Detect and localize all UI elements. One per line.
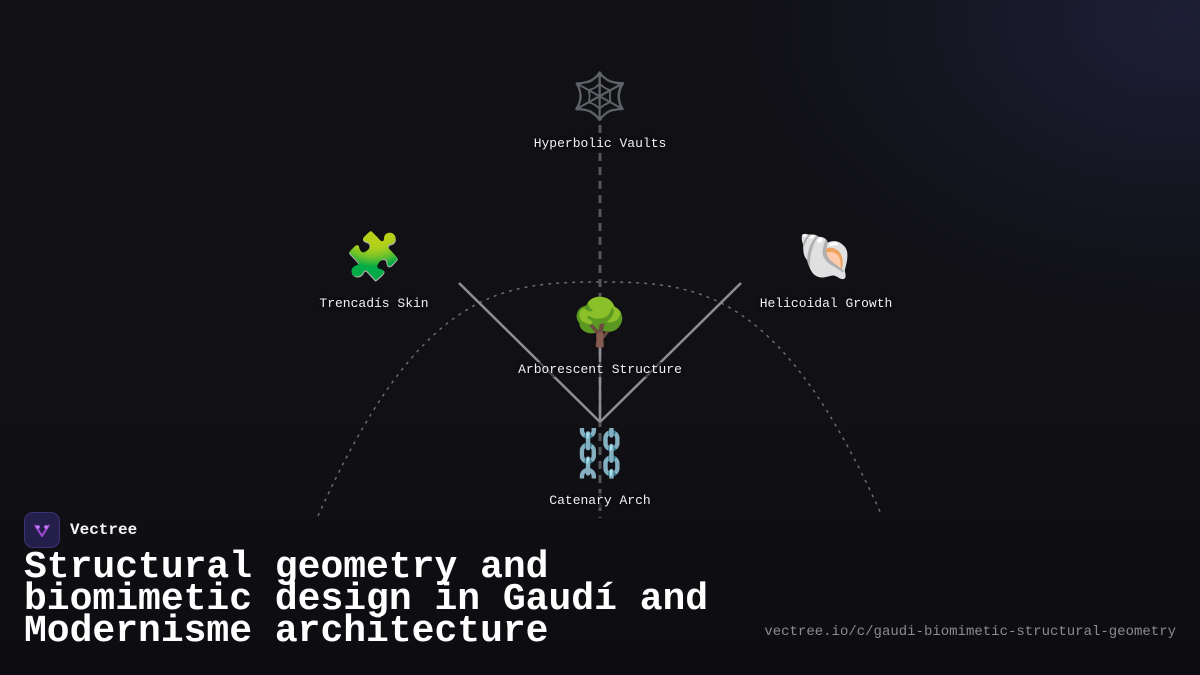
node-hyperbolic-vaults: 🕸️ Hyperbolic Vaults (529, 69, 671, 151)
node-label: Arborescent Structure (514, 362, 686, 377)
spider-web-icon: 🕸️ (571, 69, 629, 123)
catenary-curve (317, 281, 883, 517)
node-helicoidal-growth: 🐚 Helicoidal Growth (755, 229, 897, 311)
node-trencadis-skin: 🧩 Trencadís Skin (315, 229, 433, 311)
chain-icon: ⛓️ (571, 426, 629, 480)
puzzle-piece-icon: 🧩 (345, 229, 403, 283)
node-catenary-arch: ⛓️ Catenary Arch (545, 426, 655, 508)
spiral-shell-icon: 🐚 (797, 229, 855, 283)
node-label: Helicoidal Growth (755, 296, 897, 311)
tree-icon: 🌳 (571, 295, 629, 349)
node-arborescent-structure: 🌳 Arborescent Structure (514, 296, 686, 377)
node-label: Hyperbolic Vaults (529, 136, 671, 151)
left-branch-line (458, 282, 601, 423)
page-url[interactable]: vectree.io/c/gaudi-biomimetic-structural… (764, 624, 1176, 640)
right-branch-line (599, 282, 742, 423)
brand[interactable]: Vectree (24, 512, 137, 548)
node-label: Catenary Arch (545, 493, 655, 508)
node-label: Trencadís Skin (315, 296, 433, 311)
page-title: Structural geometry and biomimetic desig… (24, 546, 709, 653)
vectree-logo-icon (24, 512, 60, 548)
brand-name: Vectree (70, 521, 138, 539)
